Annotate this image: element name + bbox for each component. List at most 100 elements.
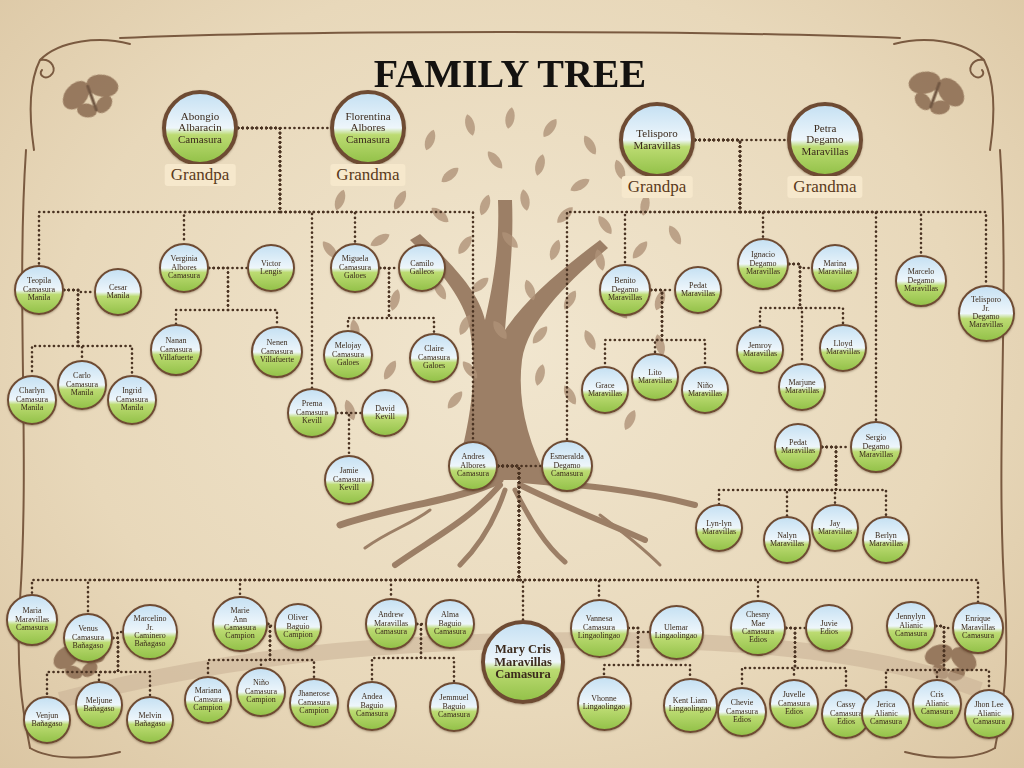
person-circle: Pedat Maravillas <box>774 423 822 471</box>
person-name: Sergio Degamo Maravillas <box>859 434 893 459</box>
person-circle: Maria Maravillas Camasura <box>6 594 58 646</box>
border-vine <box>30 748 120 758</box>
person-name: Marcelo Degamo Maravillas <box>904 268 938 293</box>
person-name: Venjun Bañagaso <box>31 712 62 729</box>
tree-leaves <box>484 149 505 172</box>
family-line <box>567 140 740 440</box>
person-name: Teopila Camasura Manila <box>23 277 55 302</box>
butterfly <box>86 84 98 111</box>
family-line <box>391 466 519 598</box>
person-circle: Telisporo MaravillasGrandpa <box>619 102 695 178</box>
person-name: Pedat Maravillas <box>681 282 715 299</box>
person-name: Jennylyn Alianic Camasura <box>895 613 927 638</box>
tree-roots <box>395 485 500 565</box>
person-name: Jemroy Maravillas <box>743 342 777 359</box>
tree-leaves <box>456 313 473 337</box>
person-circle: Cris Alianic Camasura <box>912 679 962 729</box>
person-name: Jay Maravillas <box>818 520 852 537</box>
person-circle: Benito Degamo Maravillas <box>599 264 651 316</box>
tree-leaves <box>568 176 592 195</box>
person-circle: Teopila Camasura Manila <box>14 265 64 315</box>
tree-leaves <box>504 106 517 129</box>
person-name: Lloyd Maravillas <box>826 340 860 357</box>
person-name: Prema Camasura Kevill <box>296 400 328 425</box>
person-circle: Lito Maravillas <box>631 353 679 401</box>
tree-leaves <box>621 408 638 432</box>
person-name: Petra Degamo Maravillas <box>801 123 848 158</box>
tree-leaves <box>368 231 392 250</box>
person-circle: David Kevill <box>361 389 409 437</box>
tree-leaves <box>581 328 598 352</box>
person-circle: Florentina Albores CamasuraGrandma <box>330 90 406 166</box>
family-line <box>651 290 662 353</box>
person-name: Chesny Mae Camasura Edios <box>742 611 774 645</box>
person-circle: Ulemar Lingaolingao <box>649 605 704 660</box>
tree-leaves <box>581 133 600 157</box>
person-circle: Andrew Maravillas Camasura <box>365 598 417 650</box>
person-circle: Andea Baguio Camasura <box>347 681 397 731</box>
person-circle: Alma Baguio Camasura <box>425 599 475 649</box>
person-circle: Venjun Bañagaso <box>23 696 71 744</box>
title: FAMILY TREE <box>0 50 1020 98</box>
person-circle: Esmeralda Degamo Camasura <box>541 440 593 492</box>
person-circle: Niño Maravillas <box>681 366 729 414</box>
person-name: Niño Maravillas <box>688 382 722 399</box>
person-name: Charlyn Camasura Manila <box>16 387 48 412</box>
person-circle: Cesar Manila <box>94 268 142 316</box>
person-circle: Marcelino Jr. Caminero Bañagaso <box>122 604 178 660</box>
person-name: Ingrid Camasura Manila <box>116 387 148 412</box>
family-line <box>789 264 802 363</box>
tree-leaves <box>593 248 607 272</box>
tree-leaves <box>533 363 547 387</box>
person-circle: Jamie Camasura Kevill <box>324 455 374 505</box>
family-line <box>695 140 763 238</box>
person-name: Alma Baguio Camasura <box>434 611 466 636</box>
border-vine <box>19 150 30 748</box>
person-circle: Jhanerose Camasura Campion <box>289 678 339 728</box>
person-circle: Marie Ann Camasura Campion <box>212 596 268 652</box>
person-circle: Chevie Camasura Edios <box>717 687 767 737</box>
border-vine <box>31 40 130 150</box>
person-name: Carlo Camasura Manila <box>66 372 98 397</box>
person-circle: Miguela Camasura Galoes <box>330 243 380 293</box>
person-circle: Telisporo Jr. Degamo Maravillas <box>958 285 1015 342</box>
tree-leaves <box>529 324 550 347</box>
tree-leaves <box>463 113 477 137</box>
person-circle: Niño Camasura Campion <box>236 667 286 717</box>
person-circle: Vhonne Lingaolingao <box>577 676 632 731</box>
person-name: Jhanerose Camasura Campion <box>298 690 330 715</box>
person-circle: Lyn-lyn Maravillas <box>695 504 743 552</box>
role-label: Grandma <box>787 176 862 198</box>
tree-leaves <box>547 238 563 262</box>
person-name: Telisporo Maravillas <box>633 128 680 151</box>
tree-leaves <box>429 204 452 225</box>
role-label: Grandpa <box>622 176 693 198</box>
person-name: Ulemar Lingaolingao <box>655 624 698 641</box>
person-circle: Grace Maravillas <box>581 366 629 414</box>
person-circle: Jhon Lee Alianic Camasura <box>964 689 1014 739</box>
tree-roots <box>600 515 660 565</box>
tree-roots <box>460 490 505 565</box>
person-circle: Juvelle Camasura Edios <box>769 679 819 729</box>
person-circle: Vannesa Camasura Lingaolingao <box>570 599 629 658</box>
person-name: Benito Degamo Maravillas <box>608 277 642 302</box>
border-vine <box>19 32 1007 758</box>
person-name: Andea Baguio Camasura <box>356 693 388 718</box>
person-circle: Ignacio Degamo Maravillas <box>737 238 789 290</box>
person-circle: Jerica Alianic Camasura <box>861 689 911 739</box>
butterfly <box>52 63 131 130</box>
tree-leaves <box>554 204 576 226</box>
person-name: Juvie Edios <box>820 620 838 637</box>
person-name: Vhonne Lingaolingao <box>583 695 626 712</box>
person-name: Florentina Albores Camasura <box>345 111 390 146</box>
person-name: Andres Albores Camasura <box>457 453 489 478</box>
person-name: Marie Ann Camasura Campion <box>224 607 256 641</box>
tree-leaves <box>342 398 358 422</box>
family-line <box>39 128 280 265</box>
person-circle: Jay Maravillas <box>811 504 859 552</box>
person-name: Abongio Albaracin Camasura <box>178 111 222 146</box>
family-line <box>32 466 519 594</box>
person-name: Melojay Camasura Galoes <box>332 342 364 367</box>
family-line <box>238 128 312 388</box>
